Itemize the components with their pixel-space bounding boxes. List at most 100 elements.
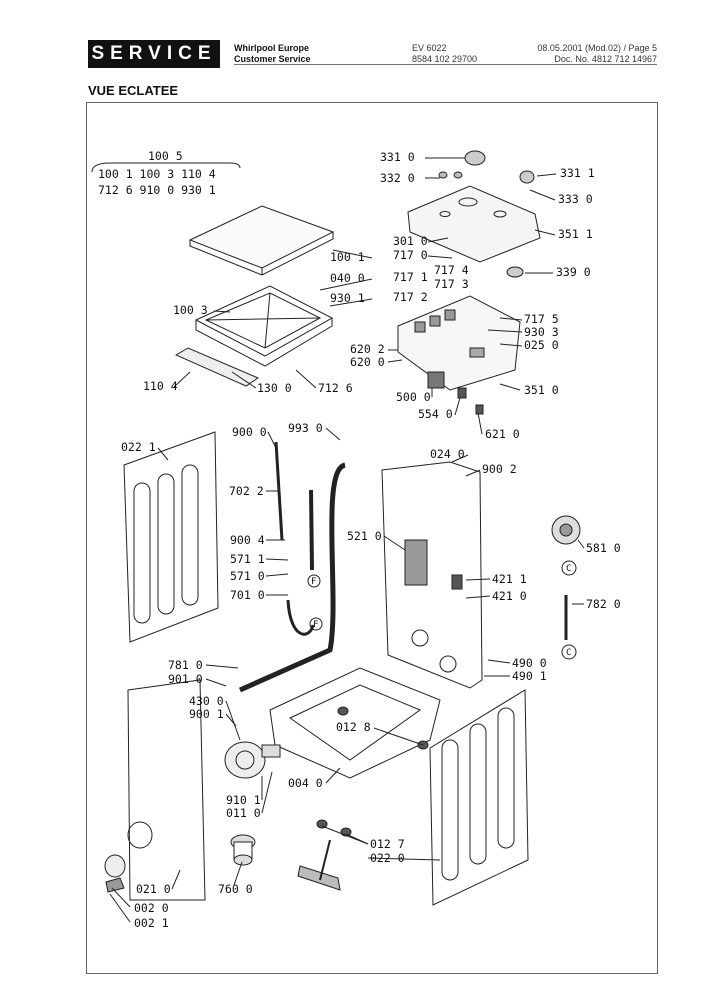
part-label: 011 0	[226, 806, 261, 820]
leader-line	[295, 369, 317, 389]
leader-line	[319, 278, 373, 291]
part-label: 930 1	[330, 291, 365, 305]
top-lid-part	[188, 205, 335, 276]
leader-line	[267, 431, 277, 449]
part-label: 702 2	[229, 484, 264, 498]
header-rule	[234, 64, 657, 65]
foot-part-3	[340, 827, 352, 837]
motor-module	[427, 371, 445, 389]
part-label: 100 1	[330, 250, 365, 264]
leader-line	[325, 427, 341, 441]
control-board-part	[397, 295, 521, 391]
leader-line	[387, 359, 403, 363]
leader-line	[265, 558, 289, 561]
model-block: EV 6022 8584 102 29700	[412, 43, 477, 65]
part-label: 331 1	[560, 166, 595, 180]
leader-line	[487, 659, 511, 664]
part-label: 022 0	[370, 851, 405, 865]
leader-line	[577, 539, 585, 549]
leader-line	[454, 397, 461, 416]
part-label: 701 0	[230, 588, 265, 602]
part-label: 024 0	[430, 447, 465, 461]
part-label: 521 0	[347, 529, 382, 543]
inlet-hose	[309, 489, 314, 571]
part-label: 025 0	[524, 338, 559, 352]
leader-line	[213, 310, 231, 313]
leader-line	[111, 887, 131, 908]
lever-part	[297, 865, 341, 891]
display-knob	[506, 266, 524, 278]
part-label: 717 4	[434, 263, 469, 277]
leader-line	[465, 595, 491, 599]
part-label: 351 0	[524, 383, 559, 397]
leader-line	[225, 700, 241, 741]
part-label: 910 1	[226, 793, 261, 807]
leader-line	[465, 469, 481, 477]
part-label: 930 3	[524, 325, 559, 339]
leader-line	[109, 893, 131, 923]
callout-circle-c2	[561, 644, 577, 660]
part-label: 900 0	[232, 425, 267, 439]
leader-line	[529, 189, 556, 201]
callout-letter: F	[313, 620, 319, 630]
part-label: 781 0	[168, 658, 203, 672]
pump-part	[224, 741, 281, 779]
part-label: 331 0	[380, 150, 415, 164]
part-label: 002 1	[134, 916, 169, 930]
leader-line	[427, 255, 453, 259]
part-label: 782 0	[586, 597, 621, 611]
part-label: 040 0	[330, 271, 365, 285]
leader-line	[427, 237, 449, 243]
part-label: 004 0	[288, 776, 323, 790]
part-label: 130 0	[257, 381, 292, 395]
service-banner: SERVICE	[88, 40, 220, 68]
part-label: 012 7	[370, 837, 405, 851]
part-label: 490 1	[512, 669, 547, 683]
leader-line	[261, 771, 273, 814]
button-part	[519, 170, 535, 184]
leader-line	[487, 329, 523, 333]
leader-line	[157, 447, 169, 461]
leader-line	[332, 249, 373, 259]
leader-line	[325, 767, 341, 784]
drain-hose	[238, 462, 347, 693]
front-panel	[127, 679, 206, 901]
small-knob-1	[438, 171, 448, 179]
leader-line	[477, 412, 483, 435]
part-label: 332 0	[380, 171, 415, 185]
part-label: 012 8	[336, 720, 371, 734]
leader-line	[205, 678, 227, 687]
model-code: 8584 102 29700	[412, 54, 478, 64]
pulley-part	[551, 515, 581, 545]
leader-line	[465, 578, 491, 581]
part-label: 500 0	[396, 390, 431, 404]
callout-circle-f2	[309, 617, 323, 631]
sump-hose	[286, 599, 315, 636]
part-label: 021 0	[136, 882, 171, 896]
part-label: 100 1 100 3 110 4	[98, 167, 216, 181]
leader-line	[329, 298, 373, 307]
part-label: 554 0	[418, 407, 453, 421]
callout-circle-c1	[561, 560, 577, 576]
leader-line	[321, 825, 369, 845]
side-panel-left	[123, 431, 219, 643]
lever-arm	[319, 839, 331, 881]
page-header: SERVICE Whirlpool Europe Customer Servic…	[0, 40, 707, 70]
leader-line	[171, 869, 181, 890]
part-label: 490 0	[512, 656, 547, 670]
part-label: 581 0	[586, 541, 621, 555]
leader-line	[367, 857, 441, 861]
kit-bracket	[91, 162, 241, 173]
part-label: 421 1	[492, 572, 527, 586]
leader-line	[536, 173, 557, 177]
leader-line	[173, 371, 191, 388]
part-label: 620 0	[350, 355, 385, 369]
small-knob-2	[453, 171, 463, 179]
callout-circle-f1	[307, 574, 321, 588]
side-panel-right	[429, 689, 529, 906]
leader-line	[383, 535, 406, 551]
part-label: 900 4	[230, 533, 265, 547]
part-label: 301 0	[393, 234, 428, 248]
part-label: 717 2	[393, 290, 428, 304]
part-label: 712 6	[318, 381, 353, 395]
